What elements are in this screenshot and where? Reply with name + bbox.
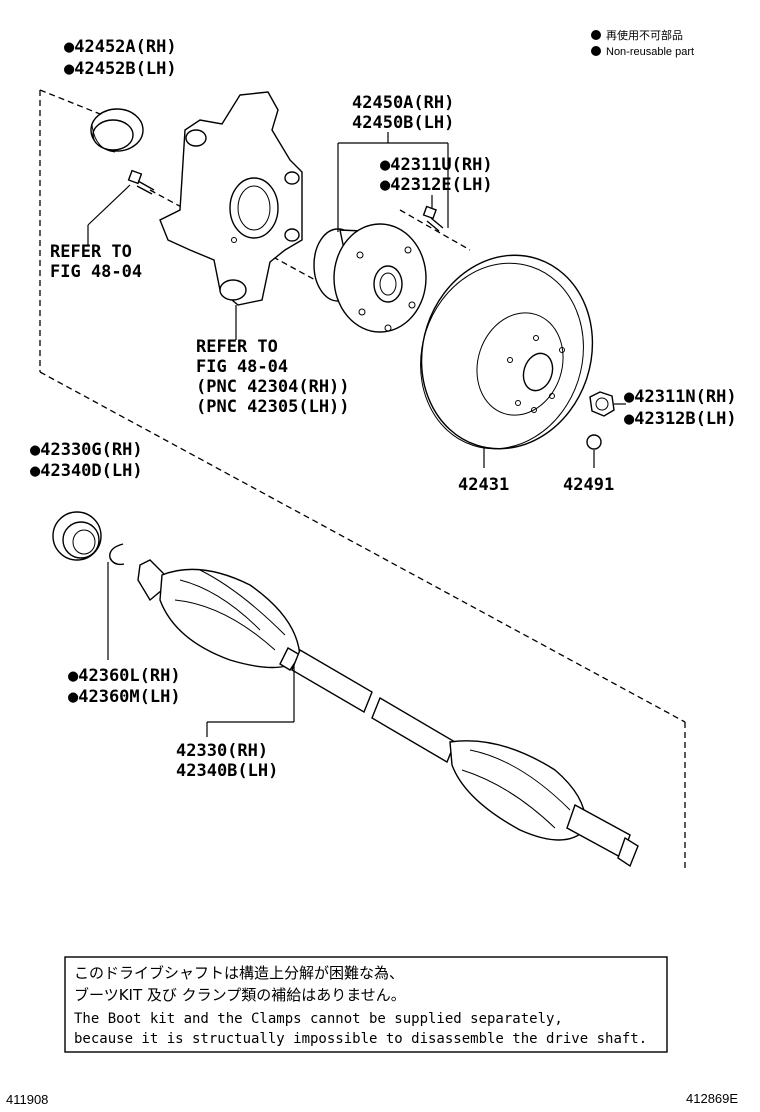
callout-hub-bolt-rh: ●42311U(RH) [380,155,493,175]
hub-nut [589,391,615,417]
callout-hub-bearing-rh: 42450A(RH) [352,93,454,113]
callout-drive-shaft-lh: 42340B(LH) [176,761,278,781]
callout-hub-bearing-lh: 42450B(LH) [352,113,454,133]
callout-dust-deflector-rh: ●42452A(RH) [64,37,177,57]
hub-bolt [422,205,444,232]
note-box: このドライブシャフトは構造上分解が困難な為、 ブーツKIT 及び クランプ類の補… [64,956,668,1053]
callout-hub-nut-rh: ●42311N(RH) [624,387,737,407]
dust-deflector-ring [90,108,144,153]
leader-lines [87,132,626,737]
footer-right-code: 412869E [686,1091,738,1106]
callout-snap-ring-lh: ●42360M(LH) [68,687,181,707]
callout-seal-lh: ●42340D(LH) [30,461,143,481]
legend-en: Non-reusable part [606,46,694,58]
callout-dust-deflector-lh: ●42452B(LH) [64,59,177,79]
callout-refer-bolt-line2: FIG 48-04 [50,262,142,282]
steering-knuckle [159,91,303,306]
note-en-line2: because it is structually impossible to … [74,1031,647,1047]
callout-refer-bolt-line1: REFER TO [50,242,132,262]
callout-refer-knuckle-line2: FIG 48-04 [196,357,288,377]
note-jp-line2: ブーツKIT 及び クランプ類の補給はありません。 [74,986,406,1004]
brake-disc [420,254,594,450]
knuckle-bolt [127,169,155,195]
snap-ring [109,543,125,566]
note-en-line1: The Boot kit and the Clamps cannot be su… [74,1011,563,1027]
callout-nut-cap: 42491 [563,475,614,495]
callout-drive-shaft-rh: 42330(RH) [176,741,268,761]
footer-left-code: 411908 [6,1092,48,1107]
callout-refer-knuckle-line4: (PNC 42305(LH)) [196,397,350,417]
callout-hub-nut-lh: ●42312B(LH) [624,409,737,429]
hub-bearing-assembly [313,223,427,333]
nut-cap [586,434,602,450]
legend-jp: 再使用不可部品 [606,28,683,42]
oil-seal [52,511,102,561]
callout-snap-ring-rh: ●42360L(RH) [68,666,181,686]
legend-bullet-icon [591,30,601,40]
callout-hub-bolt-lh: ●42312E(LH) [380,175,493,195]
legend-bullet-icon [591,46,601,56]
callout-disc: 42431 [458,475,509,495]
callout-refer-knuckle-line3: (PNC 42304(RH)) [196,377,350,397]
legend: 再使用不可部品 Non-reusable part [591,28,694,58]
callout-refer-knuckle-line1: REFER TO [196,337,278,357]
drive-shaft [137,559,639,868]
note-jp-line1: このドライブシャフトは構造上分解が困難な為、 [74,964,404,982]
callout-seal-rh: ●42330G(RH) [30,440,143,460]
